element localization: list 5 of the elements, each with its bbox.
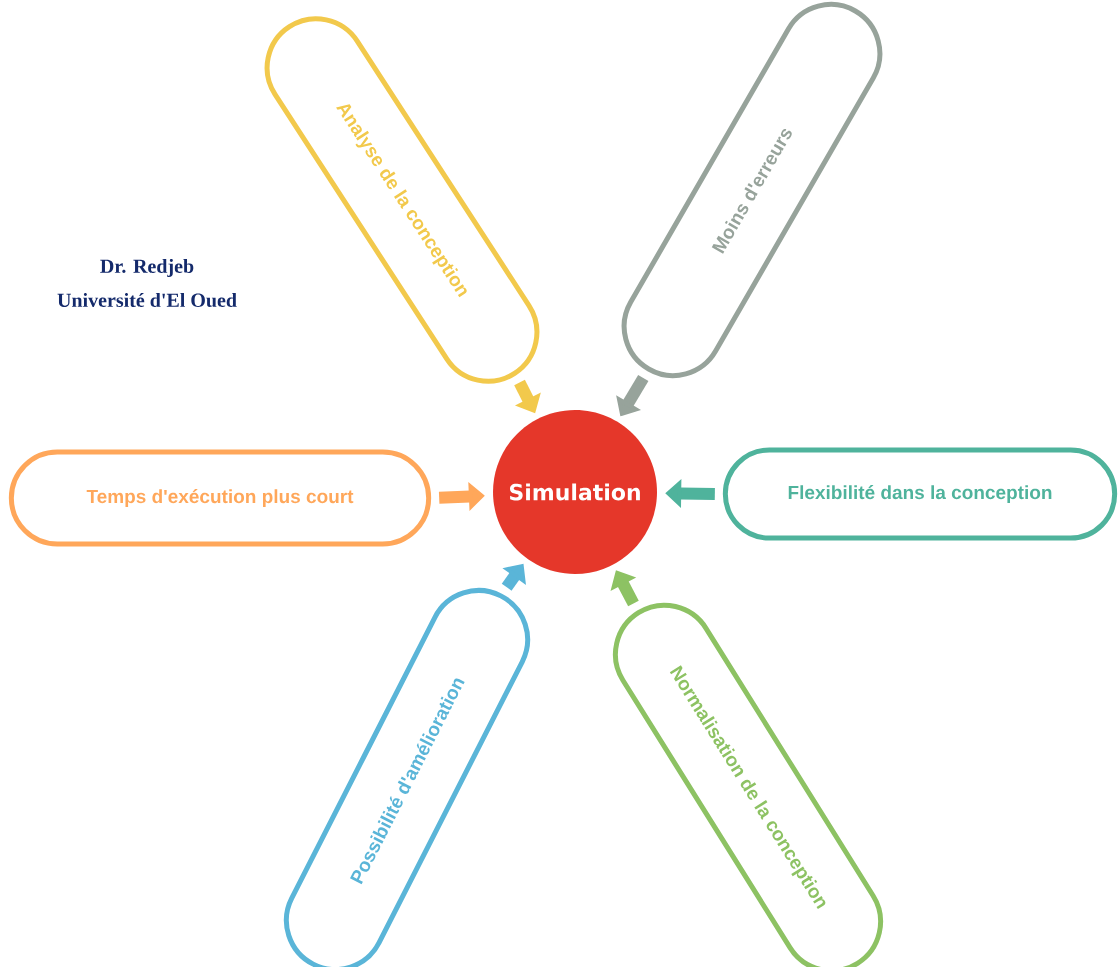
author-text: Dr. Redjeb xyxy=(100,258,194,278)
rounded-pill: Flexibilité dans la conception xyxy=(722,447,1118,541)
block-arrow xyxy=(610,570,639,607)
rounded-pill: Temps d'exécution plus court xyxy=(8,449,432,547)
author-text: Université d'El Oued xyxy=(57,292,237,308)
